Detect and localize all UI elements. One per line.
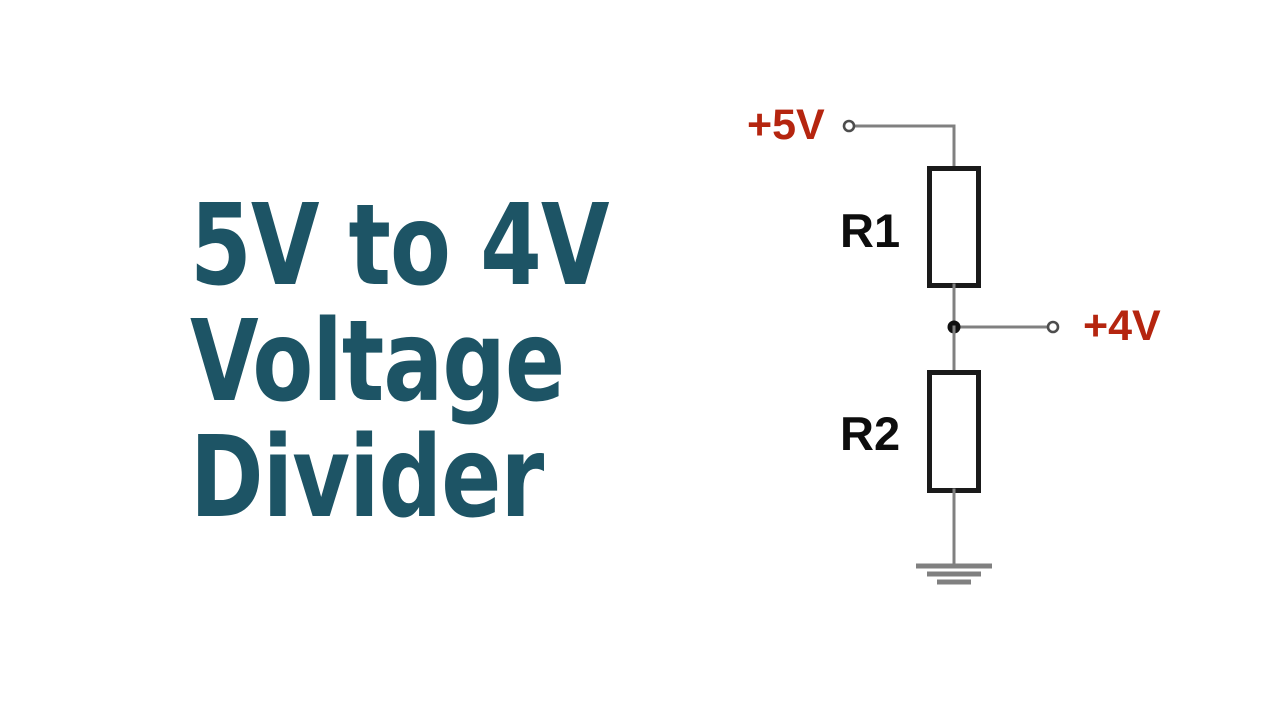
output-terminal-icon: [1046, 320, 1060, 334]
label-input-voltage: +5V: [747, 101, 825, 149]
resistor-r2-symbol: [927, 370, 981, 493]
title-line-2: Voltage: [190, 297, 565, 427]
label-output-voltage: +4V: [1083, 302, 1161, 350]
title-line-3: Divider: [190, 413, 544, 543]
input-terminal-icon: [842, 119, 856, 133]
label-resistor-r1: R1: [840, 204, 900, 257]
label-resistor-r2: R2: [840, 407, 900, 460]
resistor-r1-symbol: [927, 166, 981, 288]
earth-ground-icon: [916, 563, 992, 585]
wire-input-rail: [852, 124, 956, 170]
title-line-1: 5V to 4V: [190, 181, 610, 311]
voltage-divider-schematic: +5V +4V R1 R2: [700, 60, 1260, 660]
page-title: 5V to 4V Voltage Divider: [190, 188, 660, 536]
